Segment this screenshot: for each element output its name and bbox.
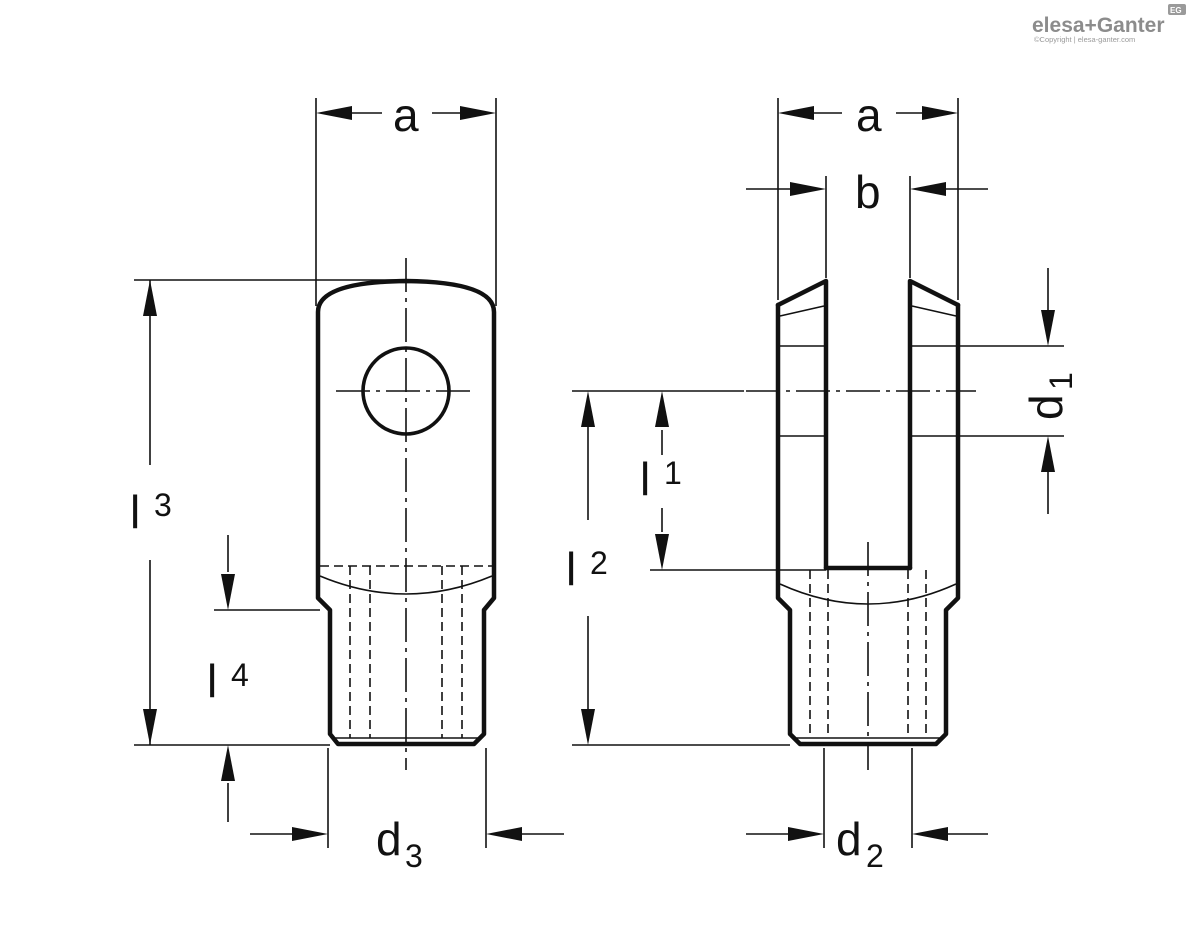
logo-brand-text: elesa+Ganter xyxy=(1032,14,1165,37)
logo-copyright: ©Copyright | elesa-ganter.com xyxy=(1034,35,1135,44)
dim-l2: l 2 xyxy=(566,390,790,746)
side-view xyxy=(746,278,976,770)
side-view-left-prong xyxy=(775,278,829,571)
dim-d2: d 2 xyxy=(746,748,988,874)
dim-d3-label: d xyxy=(376,813,402,865)
dim-d3: d 3 xyxy=(250,748,564,874)
dim-l4-label: l xyxy=(207,655,217,707)
dim-l1-sub: 1 xyxy=(664,455,682,491)
dim-l4-sub: 4 xyxy=(231,657,249,693)
dim-d1-label: d xyxy=(1020,394,1072,420)
front-view xyxy=(315,258,497,770)
dim-d1: d 1 xyxy=(958,268,1079,514)
dim-l1: l 1 xyxy=(640,391,826,571)
dim-l2-label: l xyxy=(566,543,576,595)
side-view-right-chamfer xyxy=(911,305,957,317)
side-view-body-outline xyxy=(775,302,961,747)
dim-a-left: a xyxy=(315,89,497,306)
dim-l3-sub: 3 xyxy=(154,487,172,523)
dim-d2-label: d xyxy=(836,813,862,865)
front-view-shoulder-arc xyxy=(319,575,493,595)
dim-a-right: a xyxy=(777,89,959,300)
dim-l2-sub: 2 xyxy=(590,545,608,581)
side-view-left-chamfer xyxy=(779,305,825,317)
dim-d3-sub: 3 xyxy=(405,838,423,874)
dim-l4: l 4 xyxy=(207,535,320,822)
dim-l3: l 3 xyxy=(130,279,404,746)
dim-a-right-label: a xyxy=(856,89,882,141)
dim-a-left-label: a xyxy=(393,89,419,141)
dim-l3-label: l xyxy=(130,486,140,538)
dim-d2-sub: 2 xyxy=(866,838,884,874)
brand-logo: elesa+Ganter EG ©Copyright | elesa-gante… xyxy=(1032,4,1186,44)
logo-badge xyxy=(1168,4,1186,15)
dim-d1-sub: 1 xyxy=(1043,372,1079,390)
dim-l1-label: l xyxy=(640,453,650,505)
dim-b-label: b xyxy=(855,166,881,218)
side-view-right-prong xyxy=(907,278,961,571)
logo-badge-text: EG xyxy=(1170,6,1182,15)
front-view-body-outline xyxy=(315,278,497,747)
dim-b: b xyxy=(746,166,988,278)
